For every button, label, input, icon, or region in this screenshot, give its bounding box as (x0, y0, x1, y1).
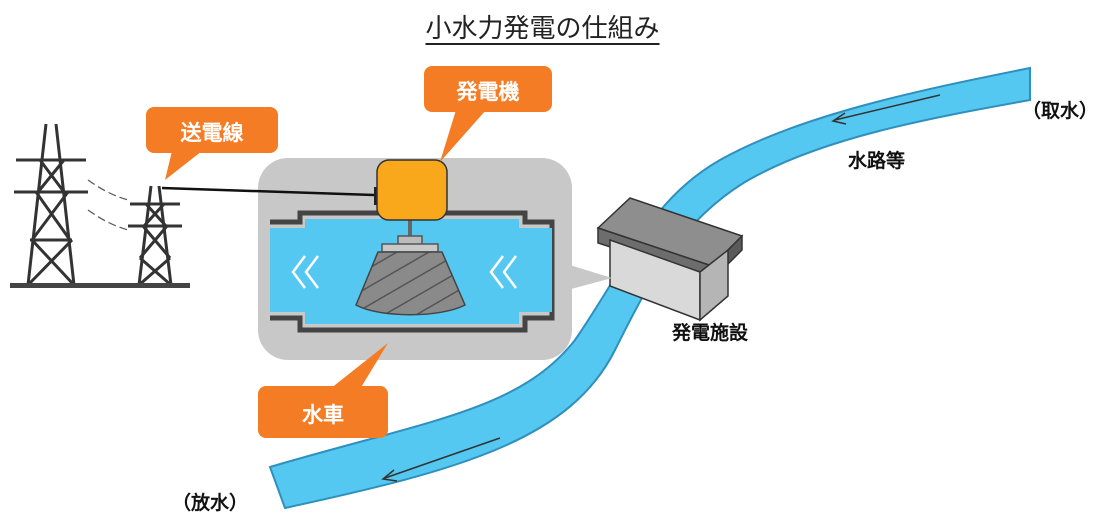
callout-water-wheel-bubble (258, 343, 388, 438)
flow-chevrons-left (291, 255, 319, 289)
label-discharge: （放水） (172, 492, 249, 514)
flow-arrow-upper (831, 94, 941, 125)
transmission-tower-large (14, 123, 88, 287)
label-intake: （取水） (1022, 100, 1099, 122)
callout-generator: 発電機 (456, 80, 520, 104)
label-facility: 発電施設 (672, 322, 749, 344)
generator (374, 159, 448, 221)
label-waterway: 水路等 (848, 150, 906, 172)
power-plant-building (596, 197, 744, 322)
callout-transmission-line: 送電線 (180, 121, 244, 145)
diagram-title: 小水力発電の仕組み (425, 14, 660, 44)
river (268, 66, 1031, 510)
ground-line (10, 283, 190, 288)
flow-chevrons-right (489, 255, 517, 289)
tower-wires (87, 179, 129, 231)
flow-arrow-lower (381, 437, 501, 482)
callout-water-wheel: 水車 (302, 403, 344, 427)
transmission-tower-small (128, 185, 182, 287)
water-wheel (355, 218, 466, 316)
transmission-line (161, 186, 375, 197)
callout-generator-bubble (424, 66, 552, 162)
callout-transmission-bubble (146, 107, 278, 180)
